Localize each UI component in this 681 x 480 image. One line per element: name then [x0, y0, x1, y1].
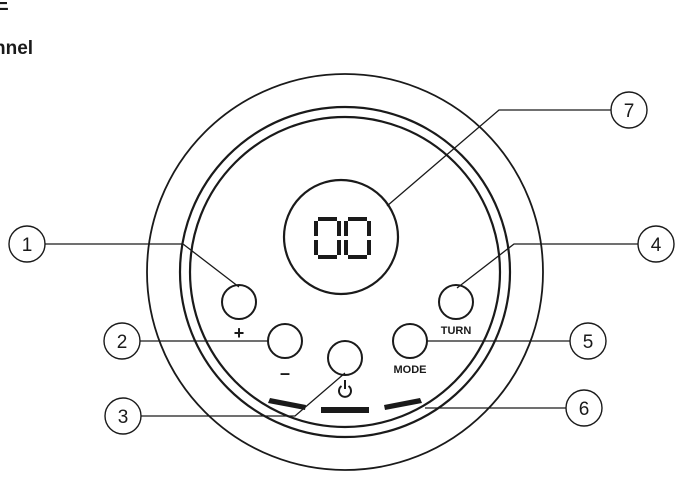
section-title: E	[0, 0, 9, 15]
display-digit	[344, 217, 371, 259]
power-icon	[338, 380, 352, 398]
svg-text:1: 1	[22, 235, 33, 256]
callout-2: 2	[103, 322, 141, 360]
panel-ring-inner	[188, 115, 502, 429]
display-window	[282, 178, 400, 296]
section-subtitle: nnel	[0, 38, 34, 59]
minus-button[interactable]	[267, 323, 303, 359]
leader-line-3	[141, 372, 346, 417]
outer-housing-ring	[146, 73, 544, 471]
panel-ring-outer	[178, 105, 512, 439]
svg-text:5: 5	[583, 332, 594, 353]
callout-6: 6	[565, 389, 603, 427]
leader-line-1	[45, 243, 240, 288]
svg-text:2: 2	[117, 332, 128, 353]
svg-text:6: 6	[579, 399, 590, 420]
leader-line-7	[386, 109, 611, 207]
leader-line-4	[456, 243, 638, 289]
power-button[interactable]	[327, 340, 363, 376]
turn-button[interactable]	[438, 284, 474, 320]
svg-text:4: 4	[651, 235, 662, 256]
callout-5: 5	[569, 322, 607, 360]
turn-label: TURN	[441, 325, 472, 337]
svg-text:3: 3	[118, 407, 129, 428]
plus-button[interactable]	[221, 284, 257, 320]
callout-1: 1	[8, 225, 46, 263]
seven-segment-display	[314, 217, 371, 259]
mode-button[interactable]	[392, 323, 428, 359]
callout-7: 7	[610, 91, 648, 129]
minus-label: –	[280, 363, 290, 383]
callout-3: 3	[104, 397, 142, 435]
mode-label: MODE	[394, 364, 427, 376]
callout-4: 4	[637, 225, 675, 263]
indicator-light-bar	[268, 398, 422, 413]
svg-text:7: 7	[624, 101, 635, 122]
plus-label: +	[234, 323, 245, 343]
display-digit	[314, 217, 341, 259]
